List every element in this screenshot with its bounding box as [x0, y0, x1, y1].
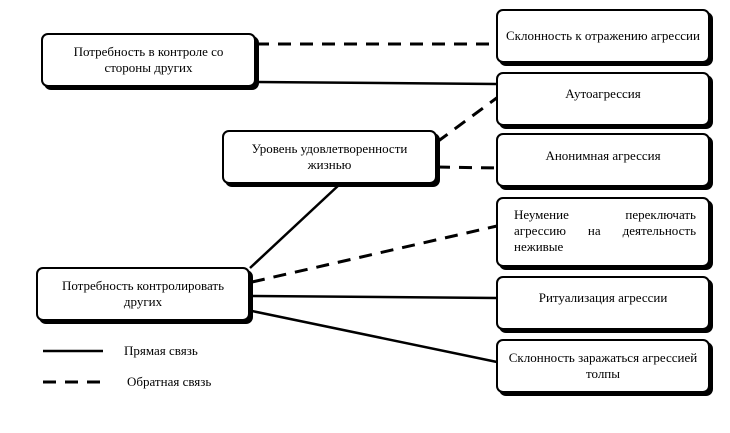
legend-inverse-label: Обратная связь: [127, 374, 212, 389]
node-auto-aggression: Аутоагрессия: [496, 72, 710, 126]
edge-control-others-inability-switch: [251, 224, 498, 284]
edge-life-satisfaction-auto-aggression: [436, 95, 499, 144]
edge-control-others-crowd-contagion: [251, 309, 498, 364]
node-inability-switch-label: Неумение переключать агрессию на деятель…: [514, 207, 696, 254]
node-crowd-contagion: Склонность заражаться агрессией толпы: [496, 339, 710, 393]
node-ritualization-label: Ритуализация агрессии: [538, 290, 668, 305]
node-control-by-others: Потребность в контроле со стороны других: [41, 33, 256, 87]
legend-direct-label: Прямая связь: [124, 343, 198, 358]
node-reflect-aggression: Склонность к отражению агрессии: [496, 9, 710, 63]
edge-control-others-ritualization: [251, 294, 498, 300]
node-control-others: Потребность контролировать других: [36, 267, 250, 321]
node-control-by-others-label: Потребность в контроле со стороны других: [73, 44, 224, 75]
node-ritualization: Ритуализация агрессии: [496, 276, 710, 330]
node-reflect-aggression-label: Склонность к отражению агрессии: [506, 28, 700, 43]
node-life-satisfaction: Уровень удовлетворенности жизнью: [222, 130, 437, 184]
node-anonymous-aggression-label: Анонимная агрессия: [545, 148, 661, 163]
node-anonymous-aggression: Анонимная агрессия: [496, 133, 710, 187]
node-auto-aggression-label: Аутоагрессия: [565, 86, 641, 101]
node-inability-switch: Неумение переключать агрессию на деятель…: [496, 197, 710, 267]
edge-life-satisfaction-anonymous-aggression: [436, 165, 499, 170]
node-life-satisfaction-label: Уровень удовлетворенности жизнью: [251, 141, 408, 172]
edge-life-satisfaction-control-others: [249, 183, 341, 269]
edge-control-by-others-auto-aggression: [255, 80, 497, 86]
node-crowd-contagion-label: Склонность заражаться агрессией толпы: [508, 350, 698, 381]
node-control-others-label: Потребность контролировать других: [61, 278, 225, 309]
